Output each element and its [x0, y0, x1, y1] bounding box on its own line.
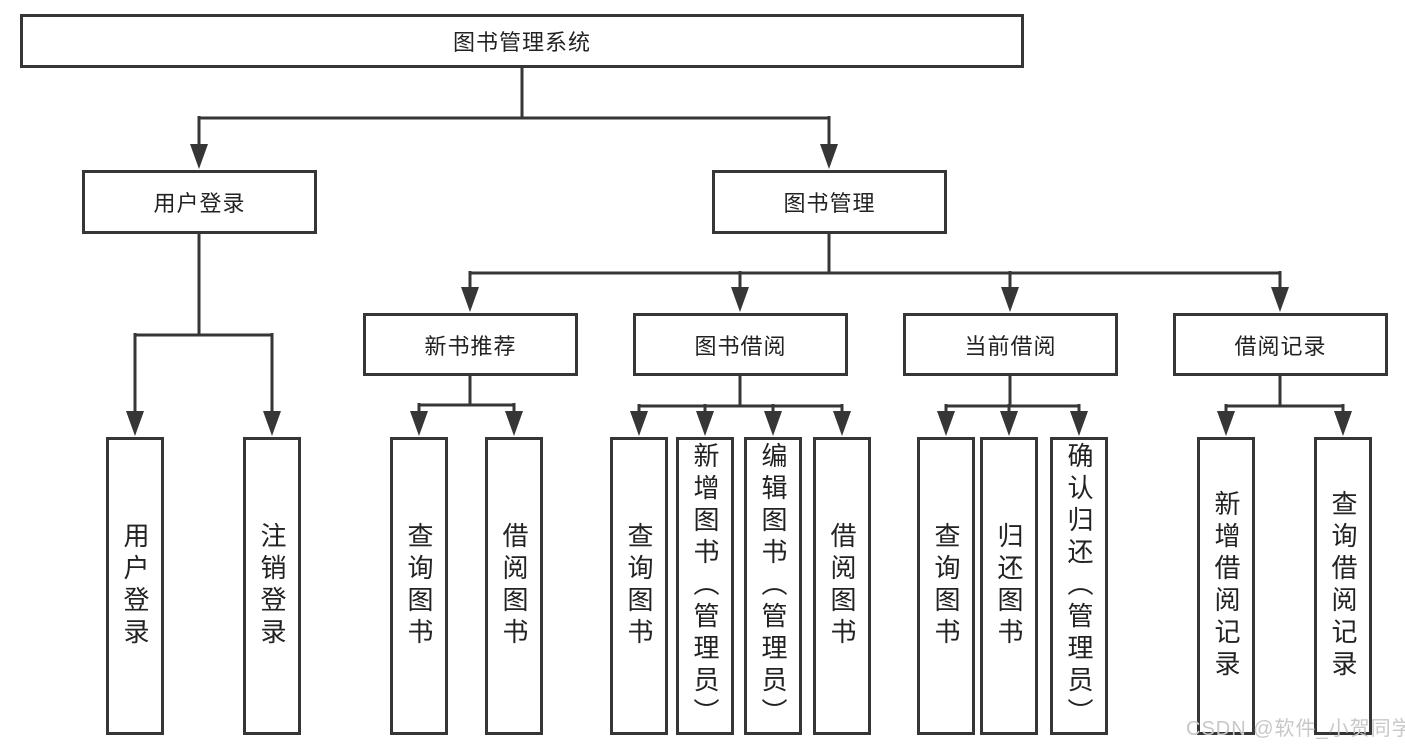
node-root: 图书管理系统	[20, 14, 1024, 68]
connector-borrow-records-to-leaves	[1217, 376, 1352, 436]
leaf-query-book-3: 查询图书	[917, 437, 975, 735]
node-borrow-records: 借阅记录	[1173, 313, 1388, 376]
watermark-text: CSDN @软件_小贺同学	[1186, 718, 1405, 740]
connector-user-login-to-leaves	[126, 234, 281, 436]
connector-root-to-level2	[190, 68, 838, 169]
node-book-management: 图书管理	[712, 170, 947, 234]
leaf-return-book: 归还图书	[980, 437, 1038, 735]
leaf-borrow-book-1: 借阅图书	[485, 437, 543, 735]
leaf-edit-book-admin: 编辑图书（管理员）	[744, 437, 802, 735]
node-user-login: 用户登录	[82, 170, 317, 234]
connector-book-mgmt-to-level3	[461, 234, 1289, 312]
leaf-query-book-1: 查询图书	[390, 437, 448, 735]
connector-book-borrow-to-leaves	[630, 376, 851, 436]
leaf-borrow-book-2: 借阅图书	[813, 437, 871, 735]
node-book-borrow: 图书借阅	[633, 313, 848, 376]
leaf-confirm-return-admin: 确认归还（管理员）	[1050, 437, 1108, 735]
connector-new-book-rec-to-leaves	[410, 376, 523, 436]
connector-current-borrow-to-leaves	[937, 376, 1088, 436]
leaf-add-book-admin: 新增图书（管理员）	[676, 437, 734, 735]
leaf-query-borrow-record: 查询借阅记录	[1314, 437, 1372, 735]
leaf-query-book-2: 查询图书	[610, 437, 668, 735]
leaf-add-borrow-record: 新增借阅记录	[1197, 437, 1255, 735]
leaf-logout: 注销登录	[243, 437, 301, 735]
node-current-borrow: 当前借阅	[903, 313, 1118, 376]
leaf-user-login: 用户登录	[106, 437, 164, 735]
node-new-book-recommend: 新书推荐	[363, 313, 578, 376]
